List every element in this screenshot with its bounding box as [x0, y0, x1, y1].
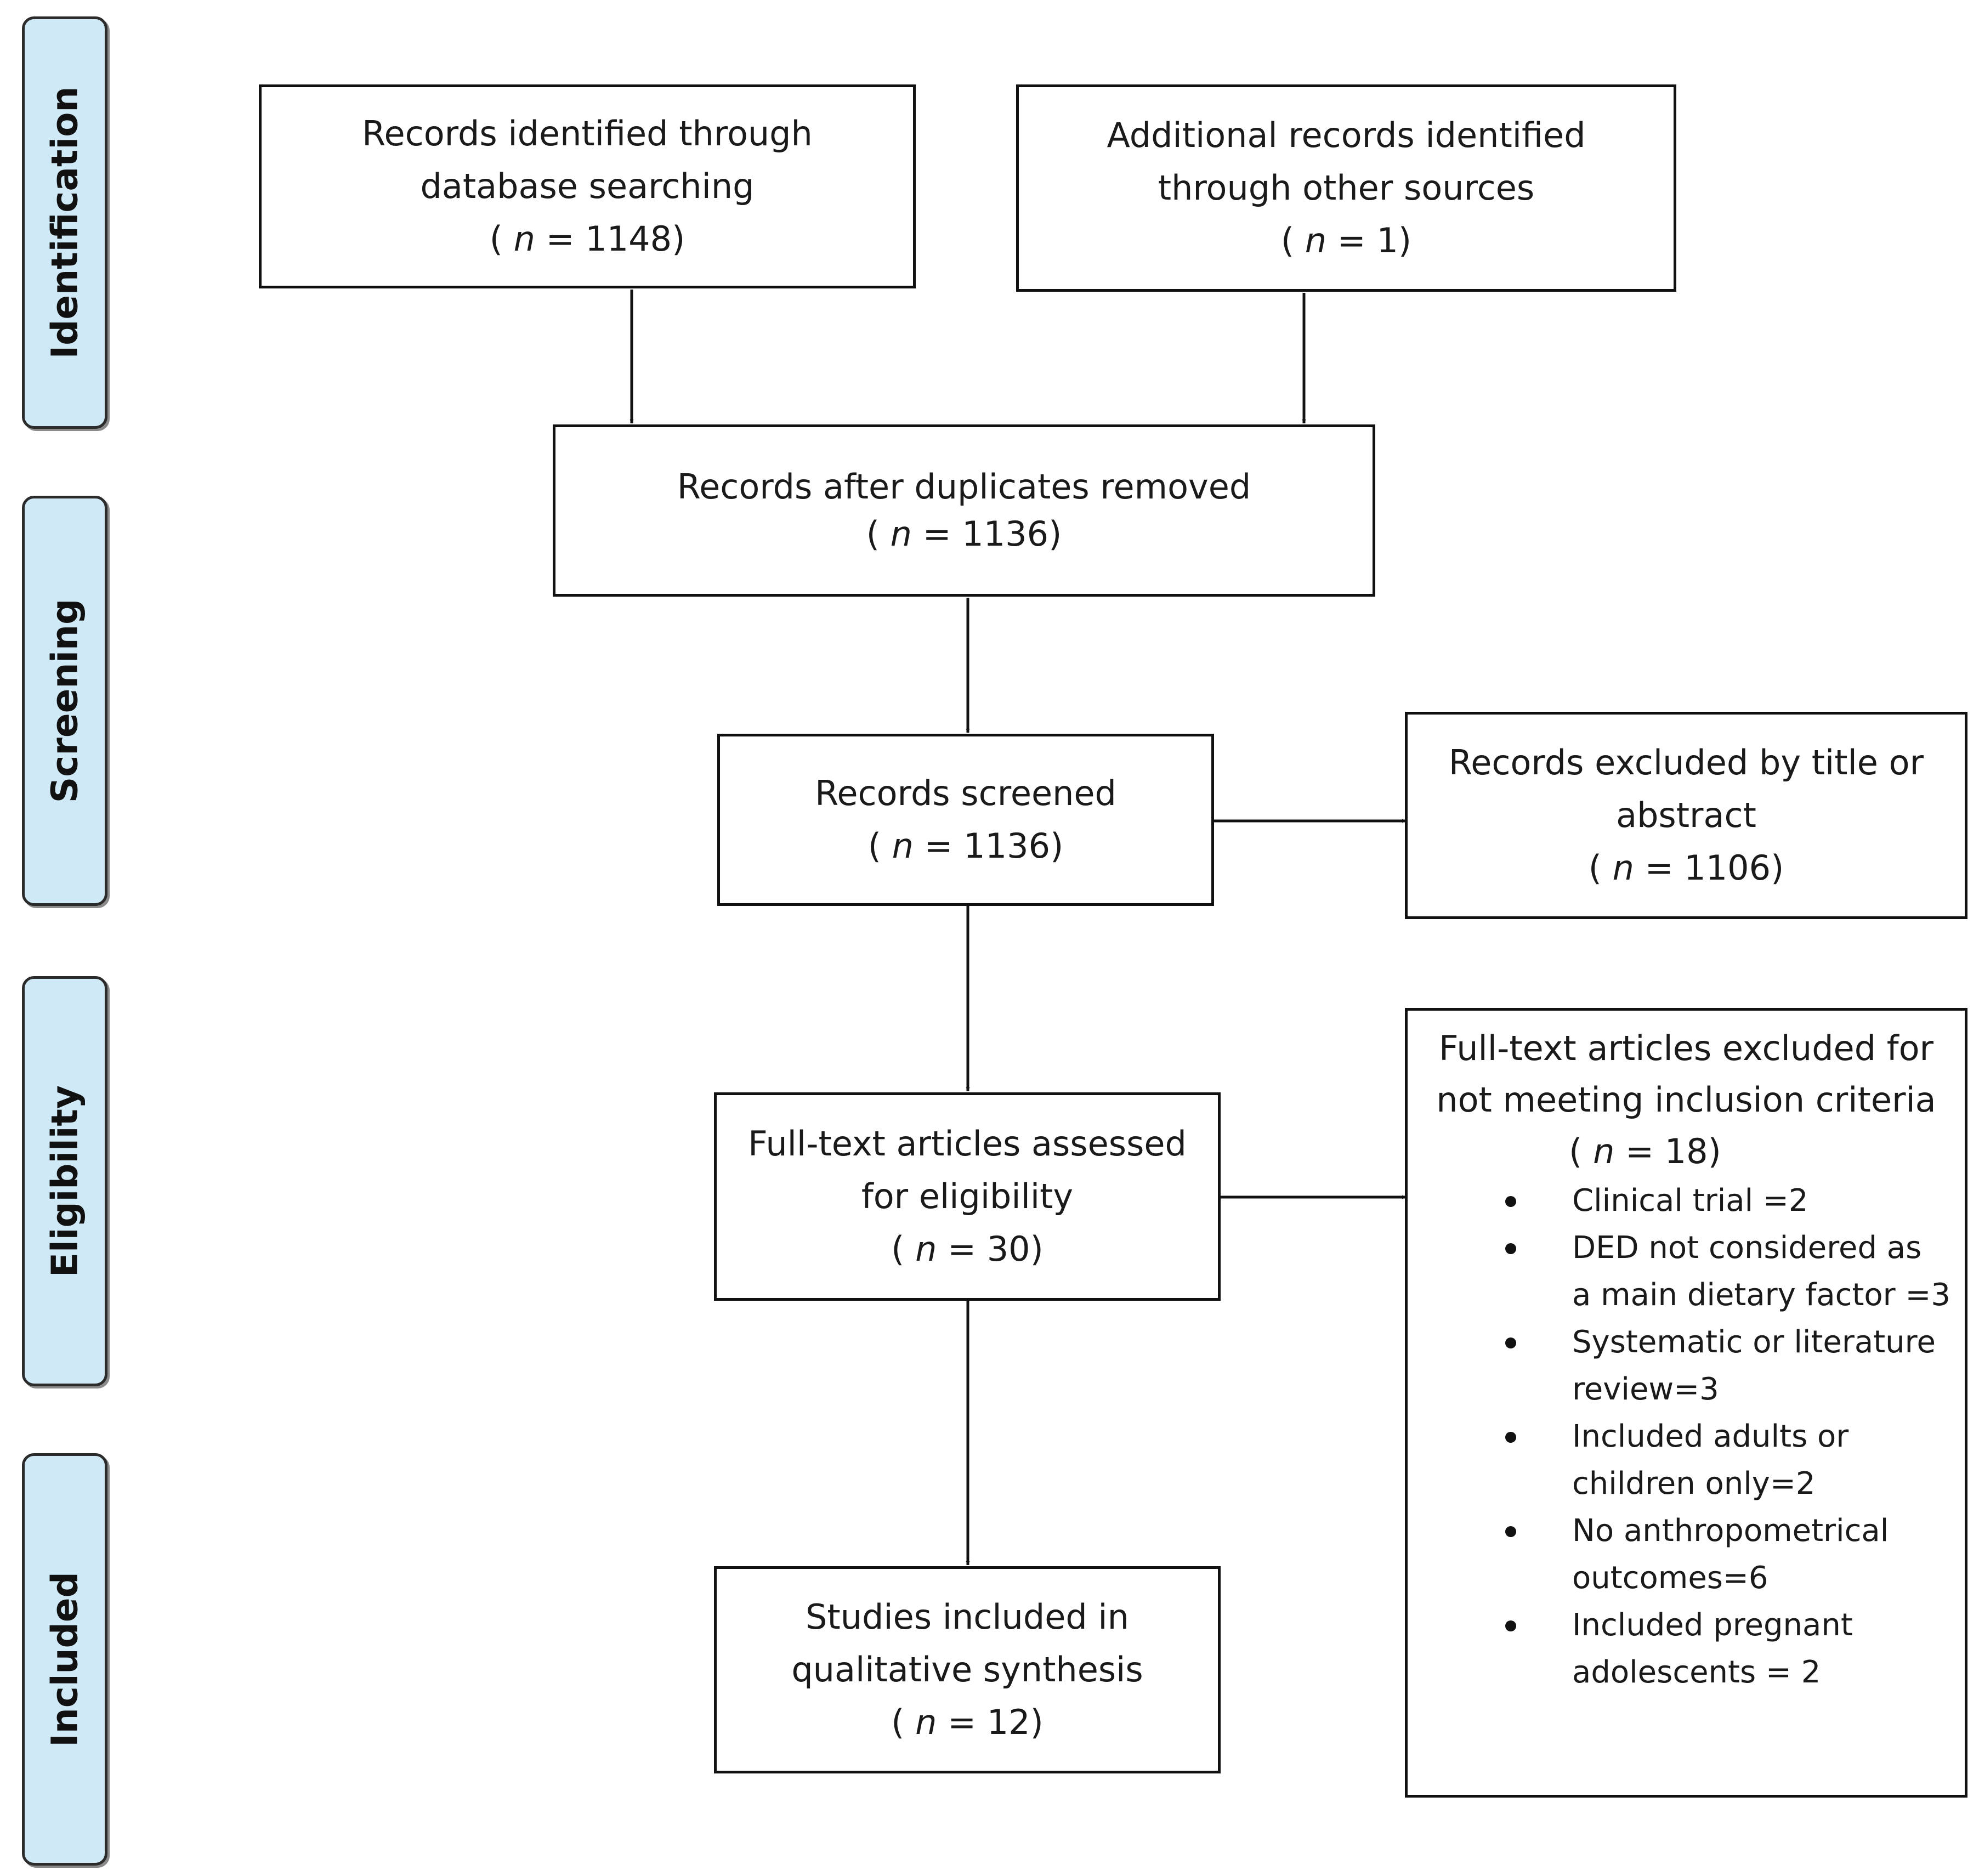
- box-text-line: through other sources: [1158, 168, 1535, 208]
- box-text-line: Additional records identified: [1107, 115, 1586, 155]
- stage-eligibility: Eligibility: [22, 976, 107, 1386]
- box-text-line: Records identified through: [362, 114, 813, 154]
- stage-screening: Screening: [22, 496, 107, 906]
- count-label: ( n = 1148): [489, 219, 685, 259]
- count-label: ( n = 1): [1280, 220, 1412, 260]
- stage-included: Included: [22, 1453, 107, 1866]
- box-records-screened: Records screened ( n = 1136): [717, 734, 1214, 906]
- box-text-line: Full-text articles assessed: [748, 1124, 1187, 1164]
- count-label: ( n = 30): [891, 1229, 1044, 1269]
- box-text-line: Records after duplicates removed: [677, 467, 1251, 507]
- box-full-text-assessed: Full-text articles assessed for eligibil…: [714, 1092, 1221, 1301]
- box-excluded-title-abstract: Records excluded by title or abstract ( …: [1405, 712, 1967, 919]
- box-other-sources: Additional records identified through ot…: [1016, 84, 1676, 292]
- box-full-text-excluded: Full-text articles excluded for not meet…: [1405, 1008, 1967, 1798]
- stage-identification: Identification: [22, 16, 107, 429]
- count-label: ( n = 1136): [866, 514, 1062, 554]
- count-label: ( n = 1106): [1588, 848, 1784, 888]
- box-text-line: for eligibility: [861, 1176, 1074, 1216]
- box-text-line: not meeting inclusion criteria: [1436, 1080, 1936, 1120]
- count-label: ( n = 12): [891, 1702, 1044, 1742]
- box-text-line: qualitative synthesis: [791, 1650, 1143, 1690]
- exclusion-reason: Clinical trial =2: [1408, 1177, 1965, 1225]
- box-duplicates-removed: Records after duplicates removed ( n = 1…: [553, 424, 1375, 597]
- box-studies-included: Studies included in qualitative synthesi…: [714, 1566, 1221, 1773]
- box-database-records: Records identified through database sear…: [259, 84, 916, 288]
- box-text-line: Full-text articles excluded for: [1438, 1028, 1934, 1068]
- box-text-line: database searching: [420, 166, 755, 206]
- box-text-line: Records screened: [815, 773, 1116, 813]
- box-text-line: Studies included in: [806, 1597, 1129, 1637]
- count-label: ( n = 18): [1569, 1131, 1721, 1171]
- count-label: ( n = 1136): [867, 826, 1064, 866]
- box-text-line: Records excluded by title or: [1448, 743, 1924, 783]
- box-text-line: abstract: [1616, 795, 1756, 835]
